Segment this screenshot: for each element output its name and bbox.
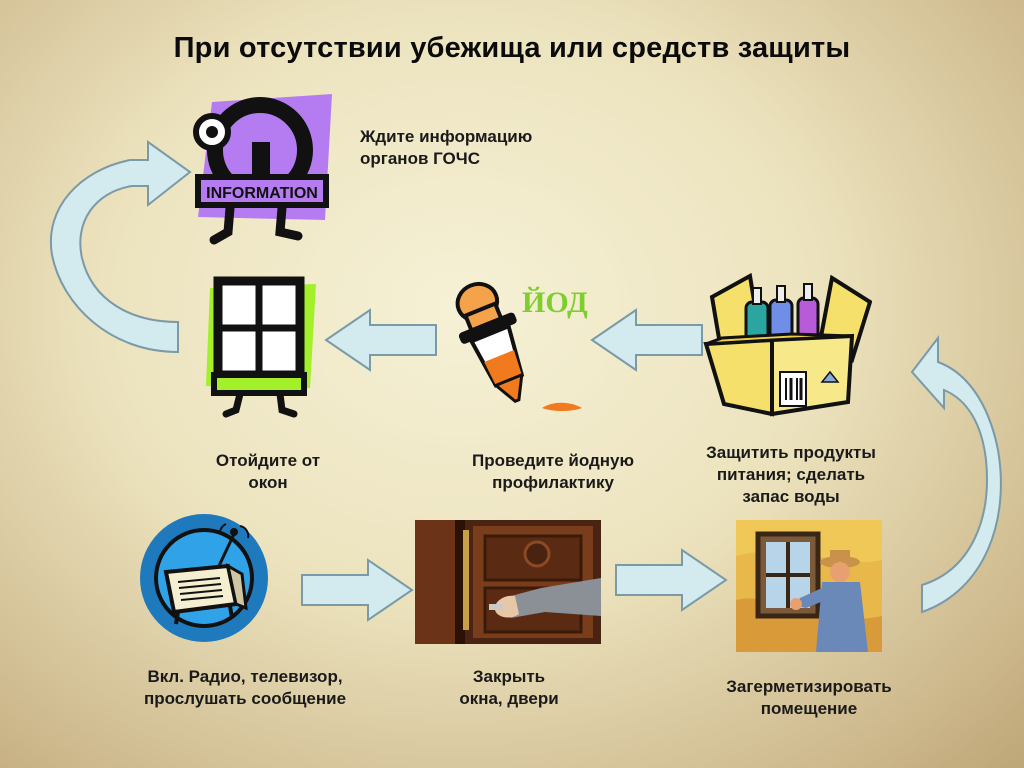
page-title: При отсутствии убежища или средств защит… (173, 32, 851, 64)
curved-arrow-right (910, 335, 1002, 614)
food-label: Защитить продукты питания; сделать запас… (682, 442, 900, 508)
information-icon: INFORMATION (193, 94, 332, 245)
arrow-radio-to-close (301, 558, 414, 622)
seal-label: Загерметизировать помещение (694, 676, 924, 720)
iodine-word: ЙОД (522, 286, 588, 319)
close-label-line2: окна, двери (459, 689, 559, 708)
window-icon (206, 276, 316, 418)
dropper-icon (455, 281, 582, 411)
arrow-iodine-to-window (324, 308, 437, 372)
box-icon (703, 272, 872, 417)
windows-label-line1: Отойдите от (215, 451, 321, 470)
info-label-line2: органов ГОЧС (360, 149, 480, 168)
iodine-label-line2: профилактику (492, 473, 614, 492)
info-label-line1: Ждите информацию (360, 127, 533, 146)
food-label-line1: Защитить продукты (706, 443, 876, 462)
curved-arrow-left (49, 140, 192, 354)
iodine-label: Проведите йодную профилактику (440, 450, 666, 494)
door-photo (415, 520, 601, 644)
radio-label: Вкл. Радио, телевизор, прослушать сообще… (122, 666, 368, 710)
close-label-line1: Закрыть (472, 667, 546, 686)
seal-label-line1: Загерметизировать (726, 677, 892, 696)
iodine-label-line1: Проведите йодную (471, 451, 635, 470)
arrow-food-to-iodine (590, 308, 703, 372)
painter-photo (736, 520, 882, 652)
arrow-close-to-seal (615, 548, 728, 612)
food-label-line2: питания; сделать (716, 465, 866, 484)
radio-label-line1: Вкл. Радио, телевизор, (147, 667, 343, 686)
radio-icon (140, 514, 268, 642)
radio-label-line2: прослушать сообщение (143, 689, 347, 708)
close-label: Закрыть окна, двери (436, 666, 582, 710)
windows-label-line2: окон (248, 473, 288, 492)
windows-label: Отойдите от окон (186, 450, 350, 494)
information-sign-text: INFORMATION (206, 185, 318, 202)
seal-label-line2: помещение (760, 699, 858, 718)
food-label-line3: запас воды (742, 487, 840, 506)
info-label: Ждите информацию органов ГОЧС (360, 126, 532, 170)
